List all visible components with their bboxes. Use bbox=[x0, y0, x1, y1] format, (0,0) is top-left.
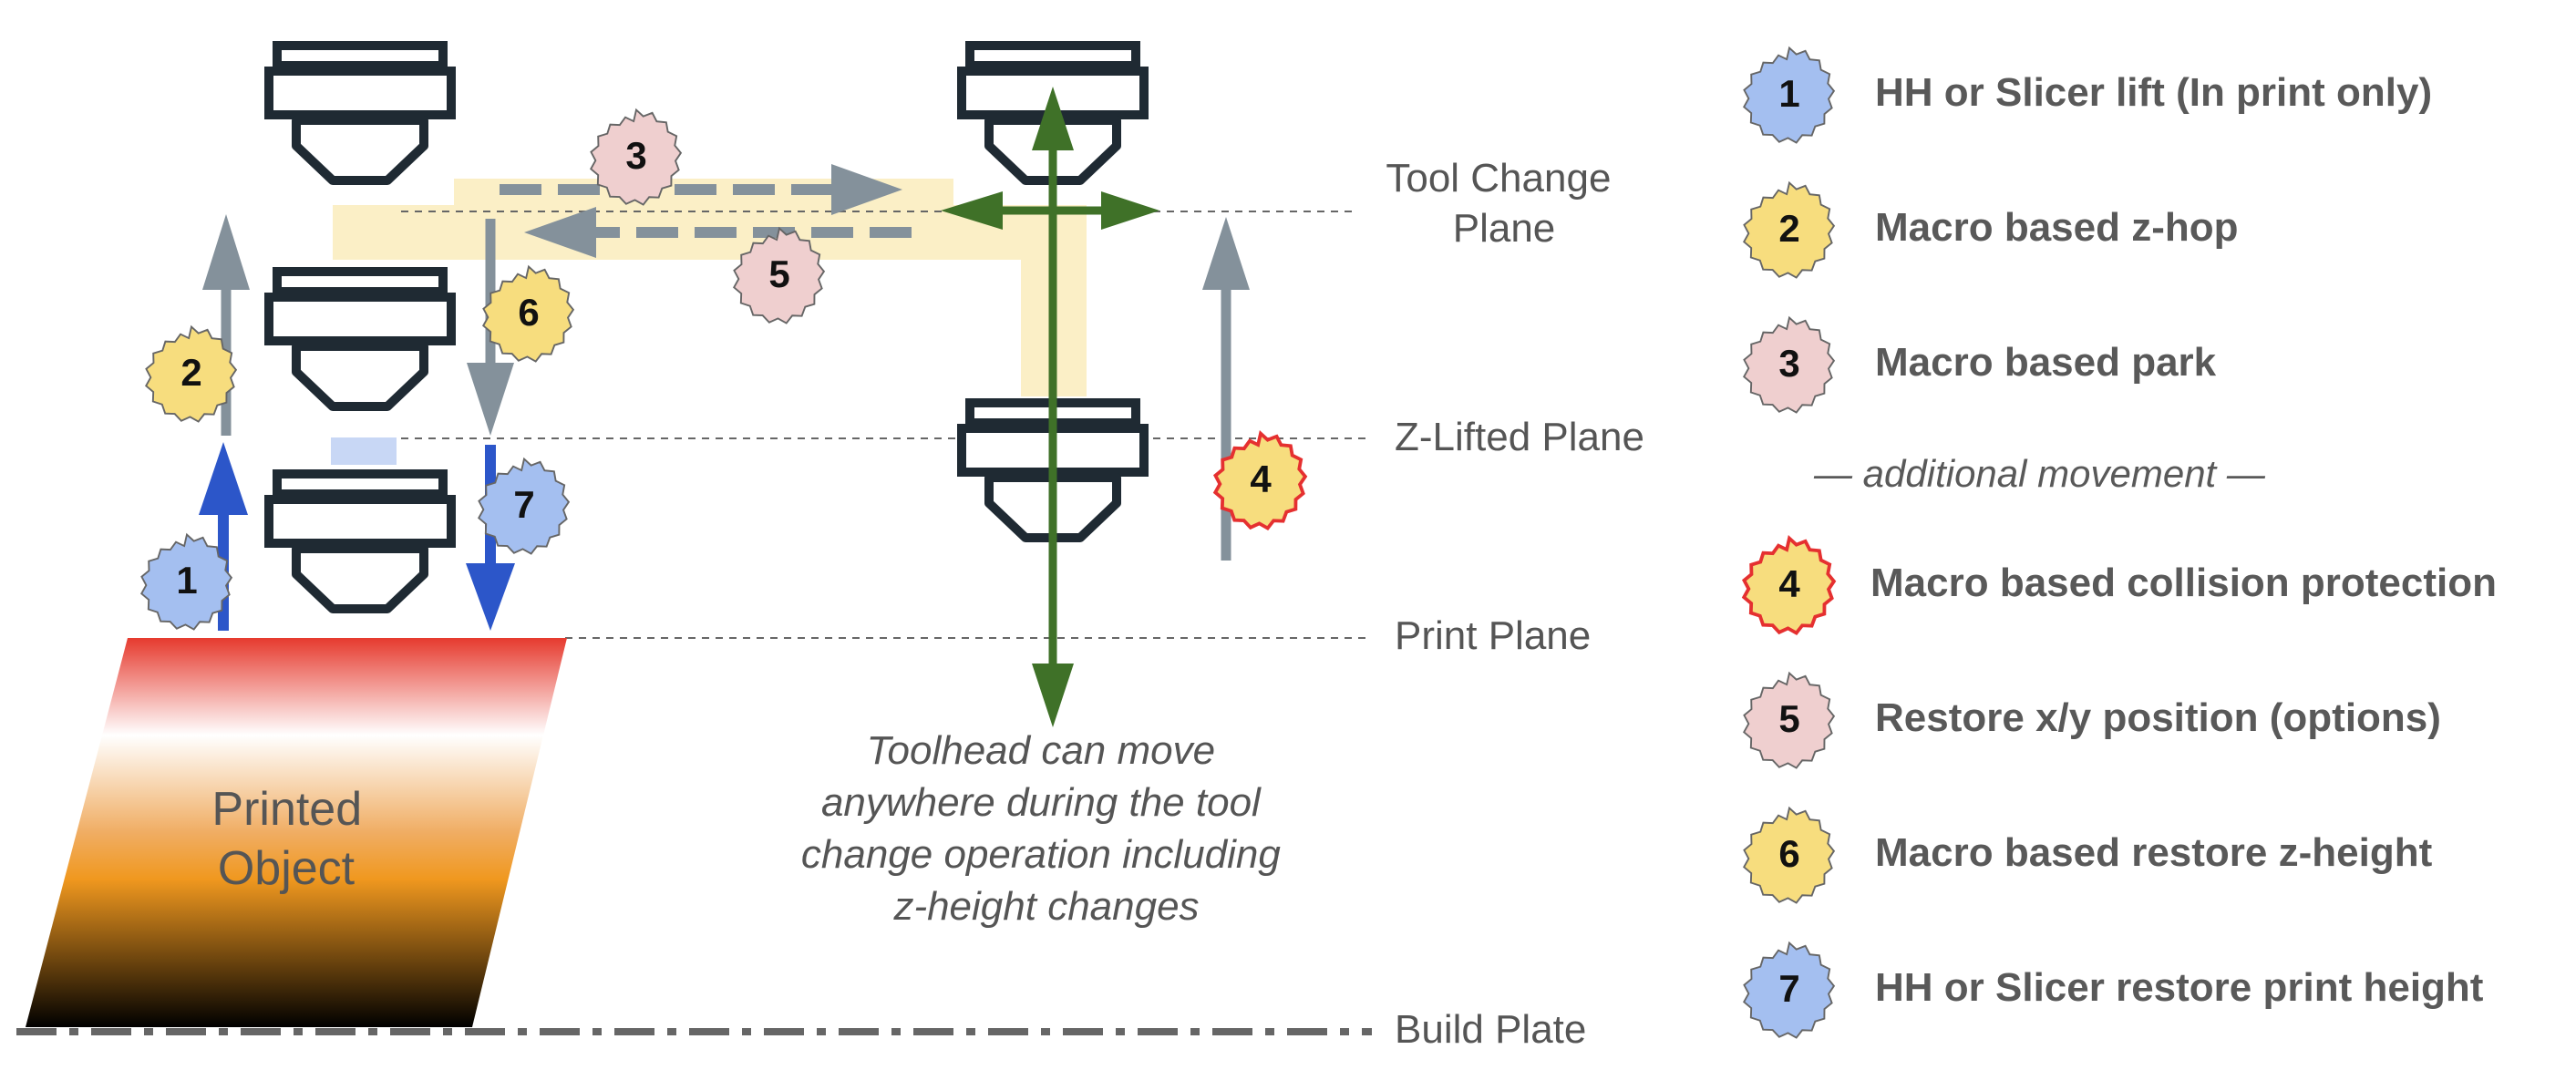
legend-item: 7 HH or Slicer restore print height bbox=[1743, 941, 2484, 1039]
legend-item: 1 HH or Slicer lift (In print only) bbox=[1743, 46, 2432, 144]
step-badge-1: 1 bbox=[140, 533, 232, 631]
svg-text:1: 1 bbox=[176, 559, 197, 602]
step-badge-5: 5 bbox=[733, 227, 825, 324]
svg-text:6: 6 bbox=[1778, 832, 1799, 875]
svg-text:5: 5 bbox=[1778, 697, 1799, 740]
toolhead-icon bbox=[269, 474, 451, 609]
svg-text:7: 7 bbox=[1778, 967, 1799, 1010]
svg-text:3: 3 bbox=[625, 134, 646, 177]
legend: 1 HH or Slicer lift (In print only) 2 Ma… bbox=[1742, 46, 2497, 1039]
z-lift-marker bbox=[331, 437, 397, 465]
legend-separator: — additional movement — bbox=[1813, 452, 2266, 495]
legend-item: 3 Macro based park bbox=[1743, 316, 2217, 414]
svg-text:4: 4 bbox=[1778, 562, 1800, 605]
svg-text:4: 4 bbox=[1250, 458, 1272, 500]
svg-text:Macro based park: Macro based park bbox=[1875, 340, 2217, 385]
free-move-arrows bbox=[941, 87, 1159, 727]
legend-item: 2 Macro based z-hop bbox=[1743, 181, 2239, 279]
svg-text:Macro based collision protecti: Macro based collision protection bbox=[1870, 561, 2497, 605]
tool-change-plane-label: Tool Change Plane bbox=[1386, 156, 1622, 251]
z-lifted-plane-label: Z-Lifted Plane bbox=[1395, 415, 1644, 459]
svg-text:Macro based z-hop: Macro based z-hop bbox=[1875, 205, 2239, 250]
printed-object-label: Printed Object bbox=[211, 783, 375, 895]
step-badge-6: 6 bbox=[482, 265, 574, 363]
toolhead-icon bbox=[269, 272, 451, 406]
print-plane-label: Print Plane bbox=[1395, 613, 1591, 658]
svg-text:HH or Slicer restore print hei: HH or Slicer restore print height bbox=[1875, 965, 2484, 1010]
svg-text:Restore x/y position (options): Restore x/y position (options) bbox=[1875, 695, 2441, 740]
restore-xy-arrow bbox=[524, 207, 912, 258]
svg-text:HH or Slicer lift (In print on: HH or Slicer lift (In print only) bbox=[1875, 70, 2432, 115]
legend-item: 5 Restore x/y position (options) bbox=[1743, 672, 2441, 769]
build-plate-label: Build Plate bbox=[1395, 1007, 1586, 1052]
printed-object bbox=[26, 638, 567, 1027]
svg-text:2: 2 bbox=[1778, 207, 1799, 250]
step-badge-2: 2 bbox=[145, 325, 237, 423]
legend-item: 6 Macro based restore z-height bbox=[1743, 807, 2433, 904]
svg-text:Macro based restore z-height: Macro based restore z-height bbox=[1875, 830, 2433, 875]
svg-text:7: 7 bbox=[513, 483, 534, 526]
svg-text:2: 2 bbox=[180, 351, 201, 394]
svg-text:3: 3 bbox=[1778, 342, 1799, 385]
step-badge-7: 7 bbox=[478, 458, 570, 555]
svg-text:5: 5 bbox=[768, 252, 789, 295]
step-badge-3: 3 bbox=[590, 108, 682, 206]
collision-protection-arrow bbox=[1202, 217, 1250, 561]
step-badge-4: 4 bbox=[1213, 431, 1307, 530]
toolhead-icon bbox=[269, 46, 451, 180]
svg-text:6: 6 bbox=[518, 291, 539, 334]
toolhead-movement-note: Toolhead can move anywhere during the to… bbox=[801, 728, 1292, 929]
park-arrow bbox=[500, 164, 902, 215]
legend-item: 4 Macro based collision protection bbox=[1742, 536, 2497, 635]
svg-text:1: 1 bbox=[1778, 72, 1799, 115]
